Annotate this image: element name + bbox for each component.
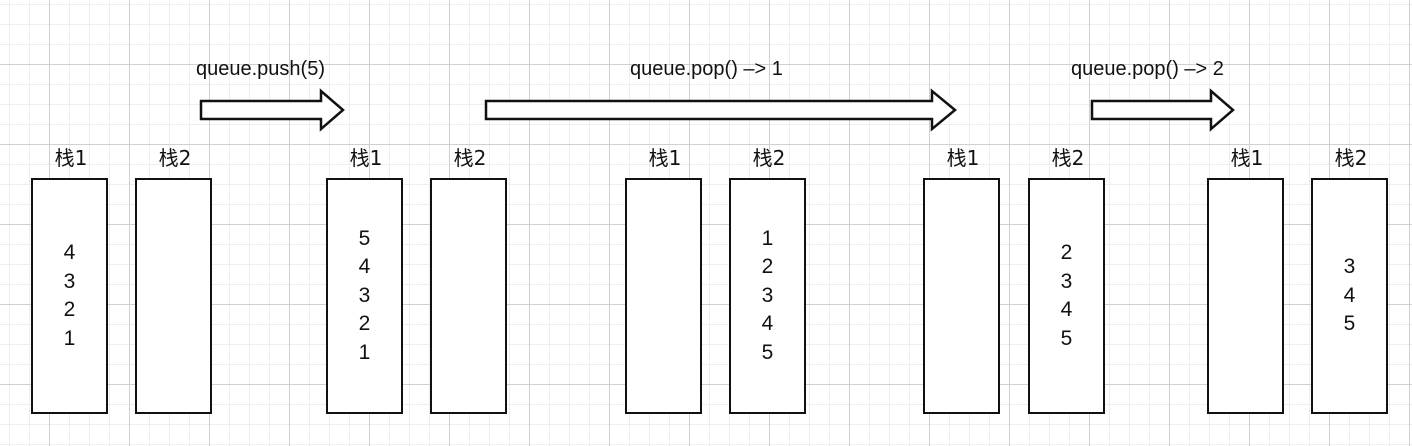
pop-arrow-2 [1090,88,1235,132]
stack2-items: 2 3 4 5 [1061,239,1073,353]
stack1-items: 4 3 2 1 [64,239,76,353]
stack2-label: 栈2 [158,146,192,170]
stack-item: 5 [1343,312,1356,336]
stack2-items: 3 4 5 [1344,253,1356,339]
stack1-box [923,178,1000,414]
stack2-box [135,178,212,414]
operation-label-pop-1: queue.pop() –> 1 [630,58,783,80]
stack-item: 2 [63,298,76,321]
stack2-box [430,178,507,414]
stack1-label: 栈1 [946,146,980,170]
operation-label-push: queue.push(5) [196,58,325,80]
stack-item: 1 [761,226,774,250]
stack-item: 4 [1060,298,1073,321]
stack-item: 2 [358,312,371,336]
stack-item: 4 [761,312,774,336]
stack1-label: 栈1 [54,146,88,170]
stack-item: 3 [1060,269,1073,293]
stack2-label: 栈2 [453,146,487,170]
stack-item: 3 [761,283,774,307]
stack-item: 4 [358,255,371,279]
stack1-box [1207,178,1284,414]
stack-item: 4 [1343,283,1356,307]
stack1-box [625,178,702,414]
stack1-label: 栈1 [349,146,383,170]
stack2-label: 栈2 [1334,146,1368,170]
stack1-items: 5 4 3 2 1 [359,225,371,368]
stack-item: 3 [358,283,371,307]
stack-item: 3 [1343,255,1356,279]
stack-item: 5 [1060,326,1073,350]
stack-item: 5 [358,226,371,250]
stack2-label: 栈2 [752,146,786,170]
operation-label-pop-2: queue.pop() –> 2 [1071,58,1224,80]
stack-item: 2 [1060,241,1073,264]
stack1-label: 栈1 [648,146,682,170]
stack2-box: 2 3 4 5 [1028,178,1105,414]
stack2-box: 1 2 3 4 5 [729,178,806,414]
stack-item: 3 [63,269,76,293]
stack2-label: 栈2 [1051,146,1085,170]
stack-item: 5 [761,340,774,364]
stack1-box: 4 3 2 1 [31,178,108,414]
stack1-label: 栈1 [1230,146,1264,170]
stack2-box: 3 4 5 [1311,178,1388,414]
stack2-items: 1 2 3 4 5 [762,225,774,368]
pop-arrow-1 [484,88,957,132]
stack-item: 1 [358,340,371,364]
stack-item: 2 [761,255,774,279]
stack1-box: 5 4 3 2 1 [326,178,403,414]
push-arrow [199,88,345,132]
stack-item: 1 [63,326,76,350]
stack-item: 4 [63,241,76,264]
